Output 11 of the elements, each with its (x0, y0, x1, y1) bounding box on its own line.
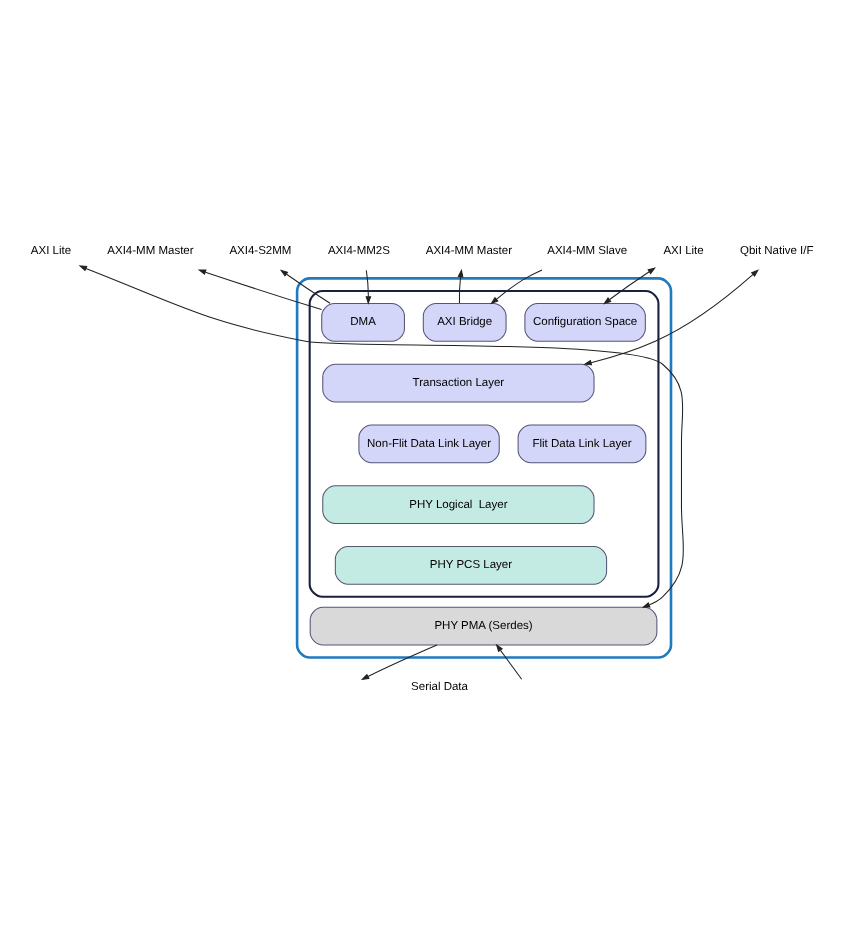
cluster (307, 289, 659, 598)
arrow (494, 643, 522, 680)
arrow (196, 269, 322, 311)
arrow (602, 267, 655, 305)
arrow (582, 269, 758, 366)
arrow (489, 269, 542, 305)
arrow (278, 269, 330, 304)
arrow (456, 268, 463, 304)
arrow (77, 265, 683, 608)
arrow (359, 644, 437, 681)
arrow (364, 269, 371, 305)
